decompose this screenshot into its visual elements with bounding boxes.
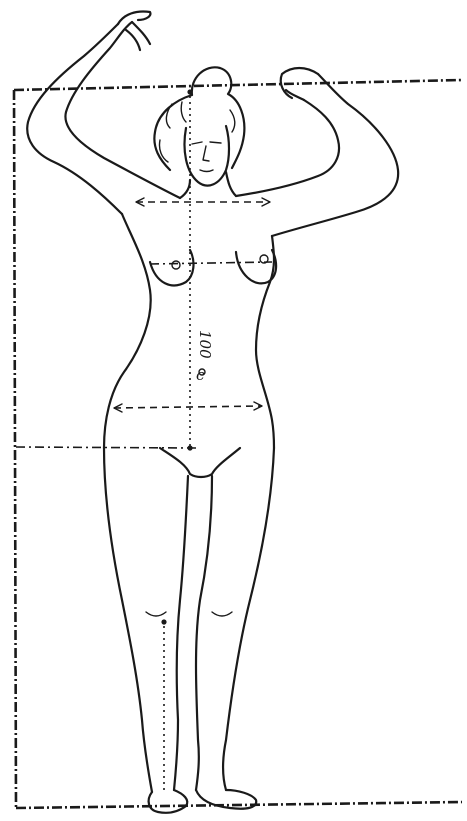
- waist-mark-label: c: [196, 366, 205, 384]
- leg-marker-dot: [161, 619, 166, 624]
- marker-left: [172, 261, 180, 269]
- torso-label: 100: [196, 330, 214, 359]
- left-foot: [149, 790, 188, 813]
- pelvis-outline: [160, 448, 240, 477]
- hair-outline: [154, 67, 244, 170]
- knees: [146, 612, 232, 616]
- frame-bottom-line: [16, 802, 462, 808]
- frame-hip-line: [16, 447, 196, 448]
- torso-right-outline: [256, 236, 274, 448]
- chest-width-line: [150, 262, 272, 264]
- head-marker-dot: [187, 89, 192, 94]
- left-arm-outline: [27, 22, 180, 214]
- hip-width-line: [114, 406, 262, 408]
- eyes: [192, 142, 221, 144]
- torso-left-outline: [104, 214, 151, 448]
- hair-curls: [159, 102, 234, 162]
- pubis-marker-dot: [187, 445, 192, 450]
- face-outline: [185, 126, 230, 186]
- right-leg-outline: [196, 448, 274, 790]
- nose-mouth: [200, 146, 213, 172]
- frame-left-line: [14, 90, 16, 808]
- chest-left: [150, 250, 193, 285]
- shoulder-arrow-right: [262, 198, 270, 206]
- female-figure-outline: [27, 12, 398, 813]
- right-arm-outline: [236, 74, 398, 236]
- left-leg-outline: [104, 448, 188, 792]
